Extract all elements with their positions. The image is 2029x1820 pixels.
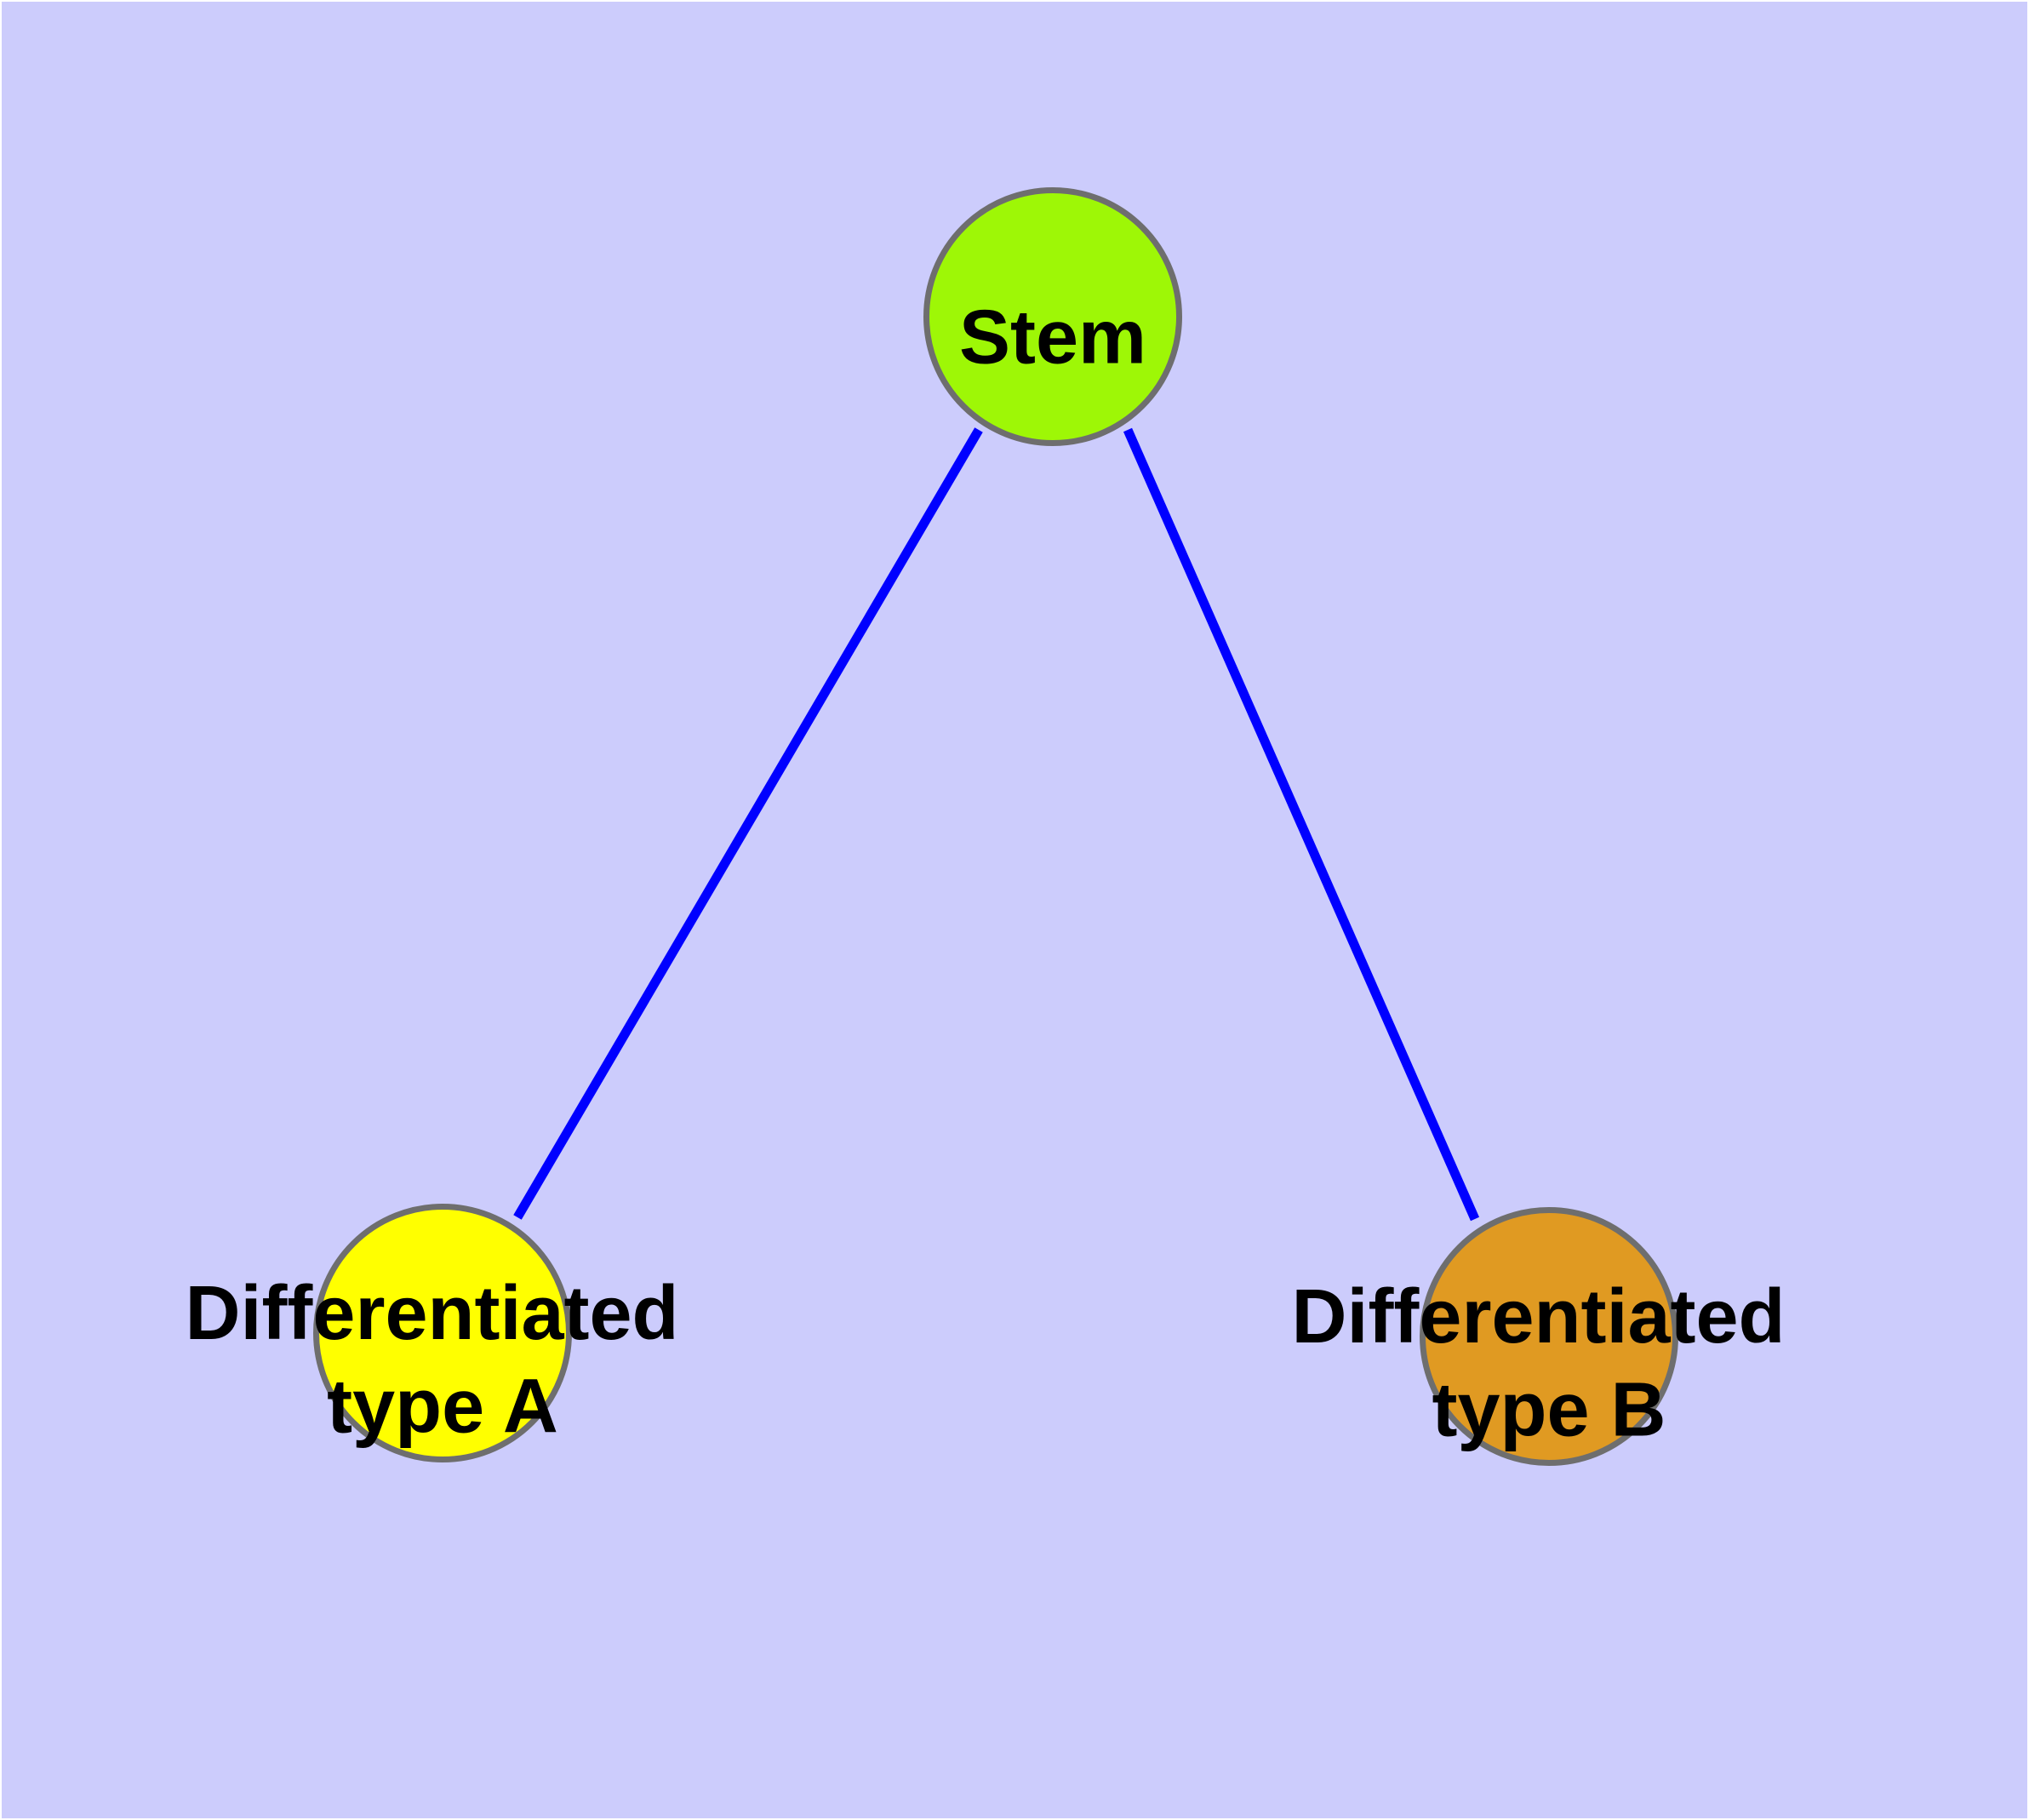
node-differentiated-type-b-label-line-1: Differentiated — [1291, 1274, 1785, 1359]
node-differentiated-type-a-label: Differentiated type A — [185, 1271, 700, 1450]
node-differentiated-type-b-circle[interactable] — [1420, 1207, 1678, 1466]
edge-stem-to-differentiated-type-a[interactable] — [513, 427, 983, 1220]
node-differentiated-type-b-label: Differentiated type B — [1291, 1274, 1806, 1453]
edge-stem-to-differentiated-type-b[interactable] — [1123, 427, 1480, 1222]
node-differentiated-type-a-label-line-2: type A — [327, 1364, 558, 1449]
node-differentiated-type-a-circle[interactable] — [313, 1204, 572, 1462]
node-stem[interactable]: Stem — [923, 187, 1182, 446]
node-differentiated-type-b-label-line-2: type B — [1432, 1367, 1666, 1452]
edge-layer — [513, 427, 1480, 1222]
node-stem-circle[interactable] — [923, 187, 1182, 446]
node-stem-label-line-1: Stem — [959, 295, 1146, 380]
node-differentiated-type-a[interactable]: Differentiated type A — [185, 1204, 700, 1462]
node-differentiated-type-a-label-line-1: Differentiated — [185, 1271, 678, 1356]
node-differentiated-type-b[interactable]: Differentiated type B — [1291, 1207, 1806, 1466]
node-stem-label: Stem — [959, 295, 1146, 380]
